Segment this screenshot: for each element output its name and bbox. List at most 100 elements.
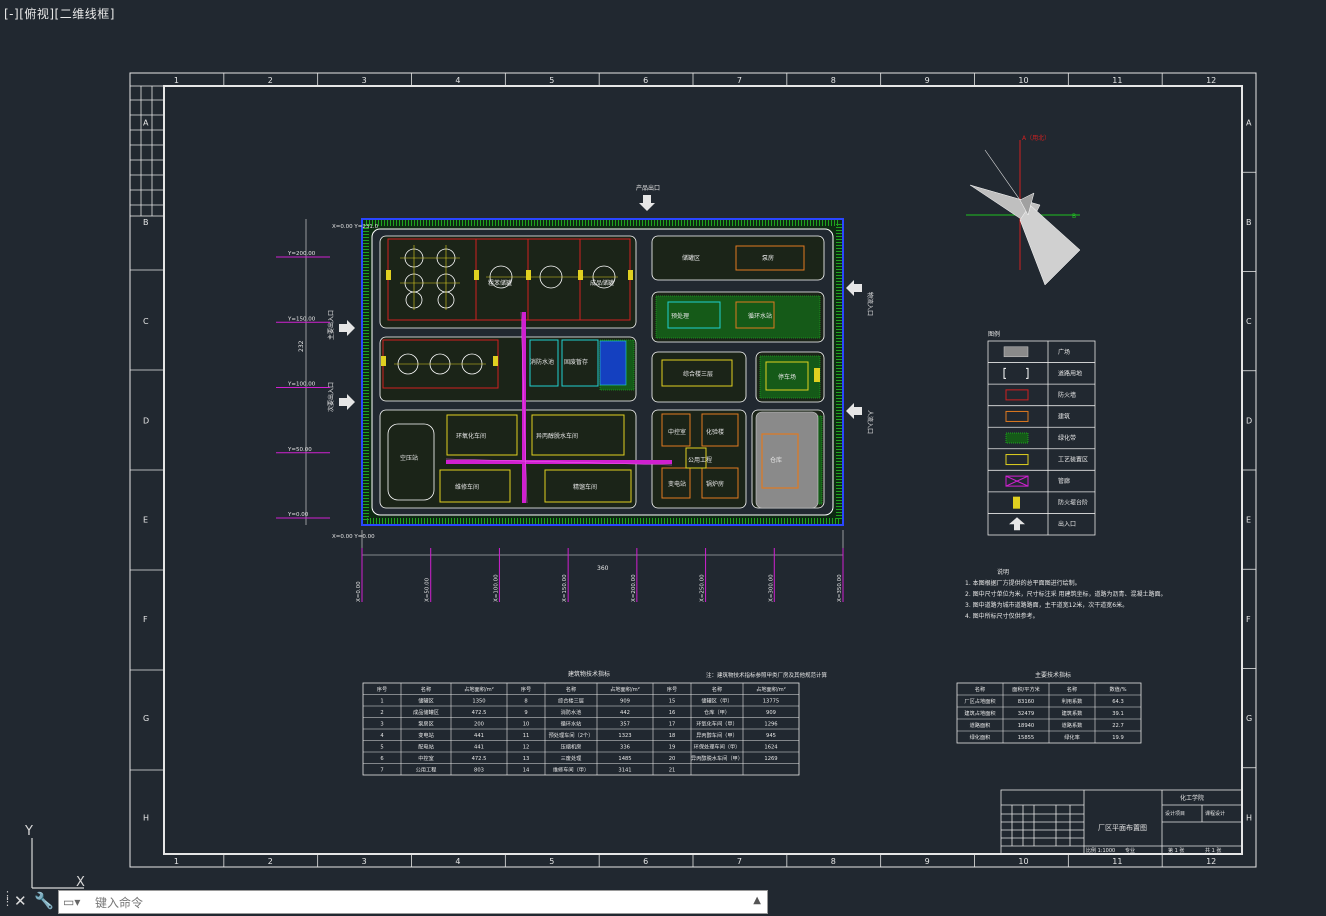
table-cell: 公用工程 xyxy=(416,765,437,773)
table-cell: 64.3 xyxy=(1112,699,1124,705)
viewport-label[interactable]: [-][俯视][二维线框] xyxy=(4,7,115,21)
people-entrance-label: 人流入口 xyxy=(866,410,874,434)
svg-text:公用工程: 公用工程 xyxy=(688,456,712,464)
table-cell: 储罐区 xyxy=(418,696,434,704)
legend-label: 管廊 xyxy=(1058,477,1070,485)
table-cell: 配电站 xyxy=(418,742,434,750)
main-entrance-label: 主要出入口 xyxy=(327,310,335,340)
frame-row-label-left: C xyxy=(143,317,149,326)
table-cell: 22.7 xyxy=(1112,723,1124,729)
table-cell: 7 xyxy=(380,767,383,773)
frame-row-label-left: B xyxy=(143,218,149,227)
table-cell: 绿化面积 xyxy=(970,733,991,741)
table-cell: 环氧化车间（甲） xyxy=(696,719,738,727)
command-prompt-icon[interactable]: ▭▾ xyxy=(63,895,81,909)
frame-column-label-top: 1 xyxy=(174,76,179,85)
binding-margin-grid xyxy=(129,85,165,771)
table-cell: 8 xyxy=(524,698,527,704)
table-cell: 仓库（甲） xyxy=(704,708,730,716)
table-cell: 1269 xyxy=(764,756,777,762)
water-pool xyxy=(599,340,627,386)
table-cell: 441 xyxy=(474,744,484,750)
table-cell: 环保处理车间（甲） xyxy=(694,742,741,750)
x-dim-label: X=50.00 xyxy=(425,577,431,602)
frame-row-label-right: B xyxy=(1246,218,1252,227)
frame-column-label-bottom: 2 xyxy=(268,857,273,866)
table-header-cell: 名称 xyxy=(421,685,431,693)
svg-text:消防水池: 消防水池 xyxy=(530,358,554,366)
command-bar-grip[interactable]: ⋮⋮ xyxy=(2,889,13,908)
x-dim-label: X=300.00 xyxy=(768,574,774,602)
table-cell: 21 xyxy=(669,767,676,773)
table-header-cell: 数值/% xyxy=(1109,685,1126,693)
process-areas xyxy=(439,359,809,503)
svg-text:锅炉房: 锅炉房 xyxy=(706,480,724,488)
table-cell: 336 xyxy=(620,744,630,750)
wrench-icon[interactable]: 🔧 xyxy=(34,891,54,910)
command-input[interactable] xyxy=(93,893,747,913)
svg-text:Y: Y xyxy=(24,824,33,839)
table-cell: 1 xyxy=(380,698,383,704)
svg-text:建筑物技术指标: 建筑物技术指标 xyxy=(568,670,610,678)
command-line[interactable]: ▭▾ ▲ xyxy=(58,890,768,914)
table-cell: 13775 xyxy=(763,698,780,704)
table-header-cell: 名称 xyxy=(712,685,722,693)
table-cell: 19 xyxy=(669,744,676,750)
frame-column-label-top: 2 xyxy=(268,76,273,85)
table-cell: 11 xyxy=(523,733,530,739)
frame-column-label-top: 3 xyxy=(362,76,367,85)
frame-column-label-top: 4 xyxy=(455,76,460,85)
svg-text:成品储罐: 成品储罐 xyxy=(590,279,614,287)
pipe-rack-hatch xyxy=(445,311,673,504)
svg-text:停车场: 停车场 xyxy=(778,373,796,381)
y-dimension-ticks xyxy=(276,256,330,519)
frame-column-label-bottom: 10 xyxy=(1018,857,1028,866)
table-header-cell: 序号 xyxy=(521,685,531,693)
svg-text:4. 图中所标尺寸仅供参考。: 4. 图中所标尺寸仅供参考。 xyxy=(965,612,1039,620)
table-cell: 综合楼三层 xyxy=(558,696,584,704)
warehouse-outline xyxy=(761,433,799,489)
table-cell: 12 xyxy=(523,744,530,750)
table-cell: 200 xyxy=(474,721,484,727)
frame-row-label-left: G xyxy=(143,714,149,723)
svg-text:3. 图中道路为城市道路路面，主干道宽12米，次干道宽6米。: 3. 图中道路为城市道路路面，主干道宽12米，次干道宽6米。 xyxy=(965,601,1128,609)
legend-label: 道路用地 xyxy=(1058,369,1082,377)
frame-column-label-bottom: 12 xyxy=(1206,857,1216,866)
table-cell: 道路系数 xyxy=(1062,721,1084,729)
table-cell: 32479 xyxy=(1018,711,1035,717)
table-header-cell: 占地面积/m² xyxy=(756,685,786,693)
table-cell: 三废处理 xyxy=(561,754,583,762)
y-dim-label: Y=50.00 xyxy=(287,447,312,453)
table-cell: 3 xyxy=(380,721,383,727)
site-height-dim: 232 xyxy=(298,340,305,352)
table-header-cell: 占地面积/m² xyxy=(464,685,494,693)
frame-row-label-left: H xyxy=(143,813,149,822)
x-dim-label: X=150.00 xyxy=(562,574,568,602)
site-plan[interactable]: 储罐区 泵房 预处理 循环水站 综合楼三层 停车场 中控室 化验楼 公用工程 变… xyxy=(276,184,874,602)
frame-row-label-right: C xyxy=(1246,317,1252,326)
table-cell: 2 xyxy=(380,710,383,716)
entrance-arrows xyxy=(339,195,862,419)
table-cell: 20 xyxy=(669,756,676,762)
cyan-areas xyxy=(529,301,721,387)
svg-text:维修车间: 维修车间 xyxy=(455,483,479,491)
table-cell: 成品储罐区 xyxy=(413,708,439,716)
loading-area xyxy=(387,423,435,501)
table-cell: 5 xyxy=(380,744,383,750)
close-icon[interactable]: ✕ xyxy=(14,892,27,910)
table-cell: 13 xyxy=(523,756,530,762)
table-header-cell: 名称 xyxy=(975,685,985,693)
svg-text:固废暂存: 固废暂存 xyxy=(564,358,588,366)
frame-column-label-bottom: 5 xyxy=(549,857,554,866)
table-header-cell: 名称 xyxy=(566,685,576,693)
svg-text:异丙醇脱水车间: 异丙醇脱水车间 xyxy=(536,432,578,440)
svg-text:泵房: 泵房 xyxy=(762,254,774,262)
chevron-up-icon[interactable]: ▲ xyxy=(753,895,761,906)
logistics-entrance-label: 物流入口 xyxy=(866,292,874,316)
table-cell: 厂区占地面积 xyxy=(964,697,995,705)
frame-row-label-right: A xyxy=(1246,119,1252,128)
